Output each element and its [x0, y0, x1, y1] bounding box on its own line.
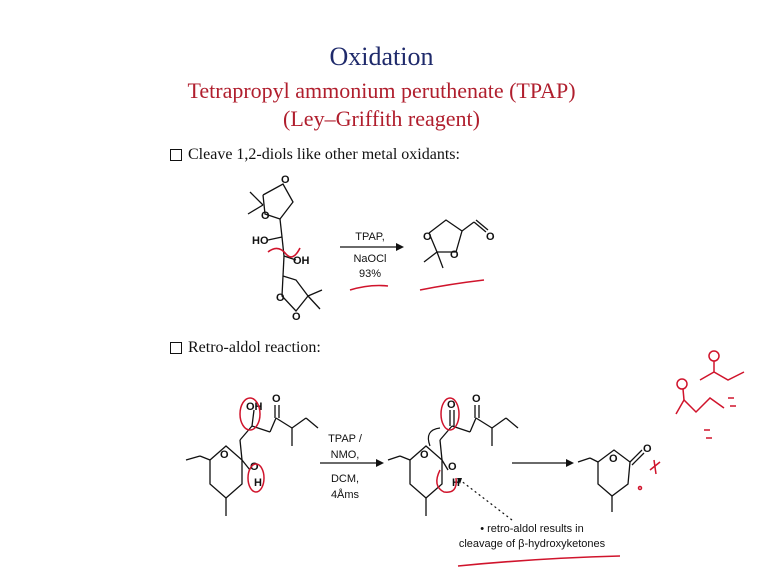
checkbox-bullet-icon [170, 342, 182, 354]
checkbox-bullet-icon [170, 149, 182, 161]
yield-underline [349, 284, 389, 291]
ketone-intermediate [387, 405, 519, 516]
yield-label: 93% [359, 268, 381, 280]
bullet-retro-aldol-text: Retro-aldol reaction: [188, 339, 321, 356]
atom-o: O [486, 231, 495, 243]
note-underline [457, 555, 621, 567]
reagent-nmo: NMO, [331, 449, 360, 461]
subtitle-reagent-name: Tetrapropyl ammonium peruthenate (TPAP) [187, 78, 576, 103]
atom-o: O [423, 231, 432, 243]
atom-o: O [609, 453, 618, 465]
aldehyde-product [423, 219, 489, 269]
arrowhead-icon [396, 243, 404, 251]
atom-o: O [261, 210, 270, 222]
atom-o: O [281, 174, 290, 186]
retro-aldol-note: • retro-aldol results in cleavage of β-h… [432, 522, 632, 552]
atom-o: O [420, 449, 429, 461]
atom-o: O [250, 461, 259, 473]
atom-o: O [448, 461, 457, 473]
atom-o: O [272, 393, 281, 405]
atom-h: H [254, 477, 262, 489]
atom-ho: HO [252, 235, 269, 247]
arrowhead-icon [566, 459, 574, 467]
curved-arrow [427, 427, 441, 447]
reagent-ms: 4Åms [331, 488, 360, 501]
atom-o: O [292, 311, 301, 323]
handwritten-annotations [637, 350, 745, 491]
lactone-product [577, 449, 645, 512]
note-pointer [459, 479, 513, 521]
reagent-tpap: TPAP / [328, 433, 363, 445]
electron-push-arrow [436, 469, 457, 493]
note-line-2: cleavage of β-hydroxyketones [458, 538, 606, 550]
diol-substrate [247, 183, 323, 312]
atom-oh: OH [293, 255, 310, 267]
arrowhead-icon [376, 459, 384, 467]
bullet-retro-aldol: Retro-aldol reaction: [170, 339, 321, 357]
slide-title: Oxidation [329, 42, 434, 71]
atom-o: O [643, 443, 652, 455]
bond-cleavage-mark [267, 247, 301, 258]
ketone-circle [440, 397, 460, 431]
arrowhead-icon [457, 478, 462, 484]
bullet-diol-cleavage: Cleave 1,2-diols like other metal oxidan… [170, 146, 460, 164]
atom-o: O [220, 449, 229, 461]
bullet-diol-cleavage-text: Cleave 1,2-diols like other metal oxidan… [188, 146, 460, 163]
atom-o: O [450, 249, 459, 261]
hydroxyl-circle [239, 397, 261, 431]
subtitle-reagent-alias: (Ley–Griffith reagent) [283, 106, 480, 131]
reagent-naocl: NaOCl [353, 253, 386, 265]
atom-o: O [472, 393, 481, 405]
aldol-substrate [185, 405, 319, 516]
atom-o: O [276, 292, 285, 304]
reagent-tpap: TPAP, [355, 231, 385, 243]
hemiketal-circle [247, 463, 265, 493]
note-line-1: • retro-aldol results in [480, 523, 584, 535]
reagent-dcm: DCM, [331, 473, 359, 485]
atom-o: O [447, 399, 456, 411]
product-underline [419, 279, 485, 291]
